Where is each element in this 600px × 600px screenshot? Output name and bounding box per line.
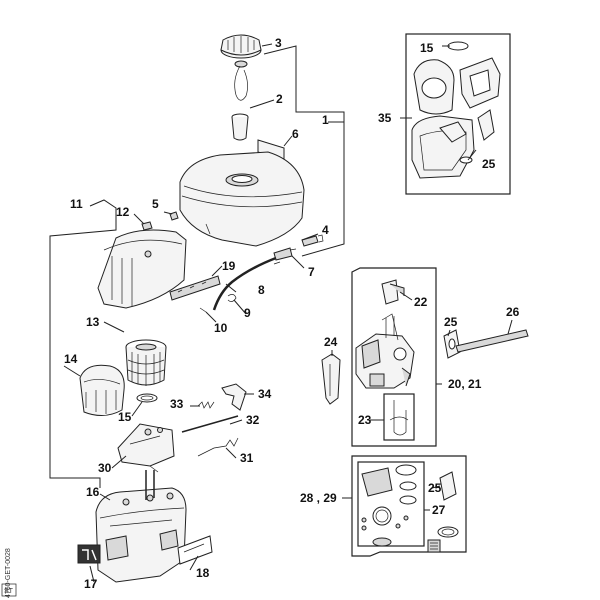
- filter-element-13[interactable]: [125, 339, 167, 386]
- gasket-set-23-box[interactable]: [383, 393, 415, 441]
- gasket-kit-35-box[interactable]: [405, 33, 511, 195]
- label-14: 14: [64, 352, 78, 366]
- insulator-25[interactable]: [443, 329, 461, 359]
- label-32: 32: [246, 413, 260, 427]
- label-17: 17: [84, 577, 98, 591]
- label-31: 31: [240, 451, 254, 465]
- label-10: 10: [214, 321, 228, 335]
- label-12: 12: [116, 205, 130, 219]
- label-35: 35: [378, 111, 392, 125]
- fuel-hose-8[interactable]: [212, 256, 281, 311]
- drawing-tag: ST: [4, 588, 14, 595]
- choke-part-22[interactable]: [381, 279, 405, 305]
- repair-kit-28-29-box[interactable]: [351, 455, 467, 557]
- fuel-valve-7[interactable]: [273, 247, 297, 261]
- label-11: 11: [70, 197, 83, 211]
- label-4: 4: [322, 223, 329, 237]
- spring-33[interactable]: [197, 401, 215, 409]
- label-19: 19: [222, 259, 236, 273]
- gasket-15[interactable]: [136, 393, 158, 403]
- label-7: 7: [308, 265, 315, 279]
- label-16: 16: [86, 485, 100, 499]
- label-22: 22: [414, 295, 428, 309]
- muffler-housing-16[interactable]: [95, 470, 187, 583]
- air-filter-cover[interactable]: [97, 229, 187, 309]
- clip-10[interactable]: [199, 307, 207, 313]
- label-18: 18: [196, 566, 210, 580]
- label-15a: 15: [420, 41, 434, 55]
- label-28-29: 28 , 29: [300, 491, 337, 505]
- carburetor-kit-box[interactable]: [351, 267, 437, 447]
- label-5: 5: [152, 197, 159, 211]
- carburetor[interactable]: [355, 313, 415, 389]
- label-6: 6: [292, 127, 299, 141]
- label-19[interactable]: [169, 275, 221, 301]
- spring-31[interactable]: [197, 437, 239, 457]
- air-filter-base-30[interactable]: [117, 423, 175, 473]
- label-30: 30: [98, 461, 112, 475]
- label-25b: 25: [444, 315, 458, 329]
- label-34: 34: [258, 387, 272, 401]
- hose-clip-9[interactable]: [227, 294, 237, 302]
- label-2: 2: [276, 92, 283, 106]
- label-24: 24: [324, 335, 338, 349]
- label-26: 26: [506, 305, 520, 319]
- label-18[interactable]: [177, 535, 213, 565]
- label-1: 1: [322, 113, 329, 127]
- fuel-cap[interactable]: [220, 34, 262, 101]
- bracket-24[interactable]: [321, 353, 341, 405]
- label-23: 23: [358, 413, 372, 427]
- pre-filter-14[interactable]: [79, 364, 125, 416]
- label-25c: 25: [428, 481, 442, 495]
- drawing-code: 4760-GET-0028: [5, 548, 12, 598]
- kit-27-inner-box[interactable]: [357, 461, 425, 547]
- label-15b: 15: [118, 410, 132, 424]
- lever-34[interactable]: [221, 383, 247, 411]
- label-9: 9: [244, 306, 251, 320]
- fuel-tank[interactable]: [179, 151, 305, 247]
- label-27: 27: [432, 503, 446, 517]
- label-25a: 25: [482, 157, 496, 171]
- label-13: 13: [86, 315, 100, 329]
- stud-26[interactable]: [455, 329, 529, 353]
- fuel-strainer[interactable]: [231, 113, 249, 141]
- label-8: 8: [258, 283, 265, 297]
- label-20-21: 20, 21: [448, 377, 482, 391]
- warning-label-17[interactable]: [77, 544, 101, 564]
- label-3: 3: [275, 36, 282, 50]
- rod-32[interactable]: [181, 415, 239, 433]
- bolt-4[interactable]: [301, 234, 324, 247]
- nut-5[interactable]: [169, 211, 179, 221]
- label-33: 33: [170, 397, 184, 411]
